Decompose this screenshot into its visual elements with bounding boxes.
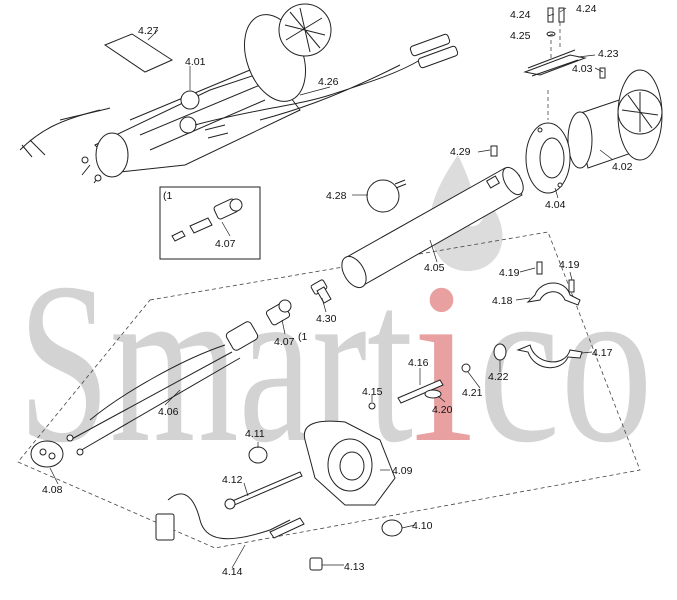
sensor-cable-414 [155, 493, 305, 541]
plug-411 [248, 446, 268, 464]
plug-410 [381, 519, 403, 537]
label-4-07-b-note: (1 [298, 331, 307, 343]
oil-line-406 [66, 321, 259, 456]
label-4-09: 4.09 [392, 465, 413, 477]
label-4-21: 4.21 [462, 387, 483, 399]
inset-nozzle-parts [171, 198, 243, 242]
label-4-06: 4.06 [158, 406, 179, 418]
air-tube-402 [567, 69, 663, 169]
inset-box: (1 [159, 186, 261, 260]
label-4-10: 4.10 [412, 520, 433, 532]
label-4-02: 4.02 [612, 161, 633, 173]
label-4-22: 4.22 [488, 371, 509, 383]
label-4-25: 4.25 [510, 30, 531, 42]
hose-clamp-428 [366, 179, 400, 213]
label-4-29: 4.29 [450, 146, 471, 158]
label-4-12: 4.12 [222, 474, 243, 486]
label-4-19-b: 4.19 [559, 259, 580, 271]
head-plate-409 [303, 420, 396, 506]
label-4-05: 4.05 [424, 262, 445, 274]
label-4-17: 4.17 [592, 347, 613, 359]
label-4-28: 4.28 [326, 190, 347, 202]
leader-lines [49, 7, 614, 569]
bolt-head-412 [224, 498, 236, 510]
burner-assembly-401 [19, 3, 332, 184]
blast-tube-405 [341, 166, 524, 289]
watermark-accent: i [412, 235, 474, 490]
label-4-23: 4.23 [598, 48, 619, 60]
label-4-18: 4.18 [492, 295, 513, 307]
label-4-13: 4.13 [344, 561, 365, 573]
nozzle-430 [310, 279, 332, 304]
electrode-parts [523, 7, 606, 79]
label-4-26: 4.26 [318, 76, 339, 88]
bushing-422 [493, 343, 507, 361]
cable-ends-426 [204, 124, 229, 139]
label-4-24-b: 4.24 [576, 3, 597, 15]
label-4-04: 4.04 [545, 199, 566, 211]
label-4-20: 4.20 [432, 404, 453, 416]
connector-426b [417, 45, 459, 69]
connector-426a [409, 33, 451, 57]
inset-marker: (1 [163, 190, 172, 202]
label-4-07-b: 4.07 [274, 336, 295, 348]
clamp-417 [516, 344, 583, 369]
rod-416 [397, 379, 444, 404]
label-4-11: 4.11 [245, 428, 265, 440]
label-4-16: 4.16 [408, 357, 429, 369]
label-4-27: 4.27 [138, 25, 159, 37]
label-4-24-a: 4.24 [510, 9, 531, 21]
label-4-03: 4.03 [572, 63, 593, 75]
label-4-14: 4.14 [222, 566, 243, 578]
screw-429 [490, 145, 498, 157]
tag-427 [103, 33, 174, 73]
label-4-01: 4.01 [185, 56, 206, 68]
label-4-07-a: 4.07 [215, 238, 236, 250]
flange-404 [525, 122, 571, 194]
label-4-19-a: 4.19 [499, 267, 520, 279]
cap-408 [30, 440, 64, 468]
washer-421 [461, 363, 471, 373]
callout-labels: 4.27 4.01 4.26 4.24 4.24 4.25 4.23 4.03 … [42, 3, 633, 578]
hose-clamp-tab-428 [394, 179, 407, 189]
screw-419a [536, 261, 543, 275]
label-4-15: 4.15 [362, 386, 383, 398]
label-4-08: 4.08 [42, 484, 63, 496]
cable-426 [194, 59, 421, 126]
ring-420 [424, 389, 442, 399]
screw-419b [568, 279, 575, 293]
pin-415 [368, 402, 376, 410]
assembly-boundary [17, 231, 641, 549]
label-4-30: 4.30 [316, 313, 337, 325]
clamp-418 [526, 282, 581, 306]
nut-413 [309, 557, 323, 571]
watermark-right: co [478, 235, 653, 490]
